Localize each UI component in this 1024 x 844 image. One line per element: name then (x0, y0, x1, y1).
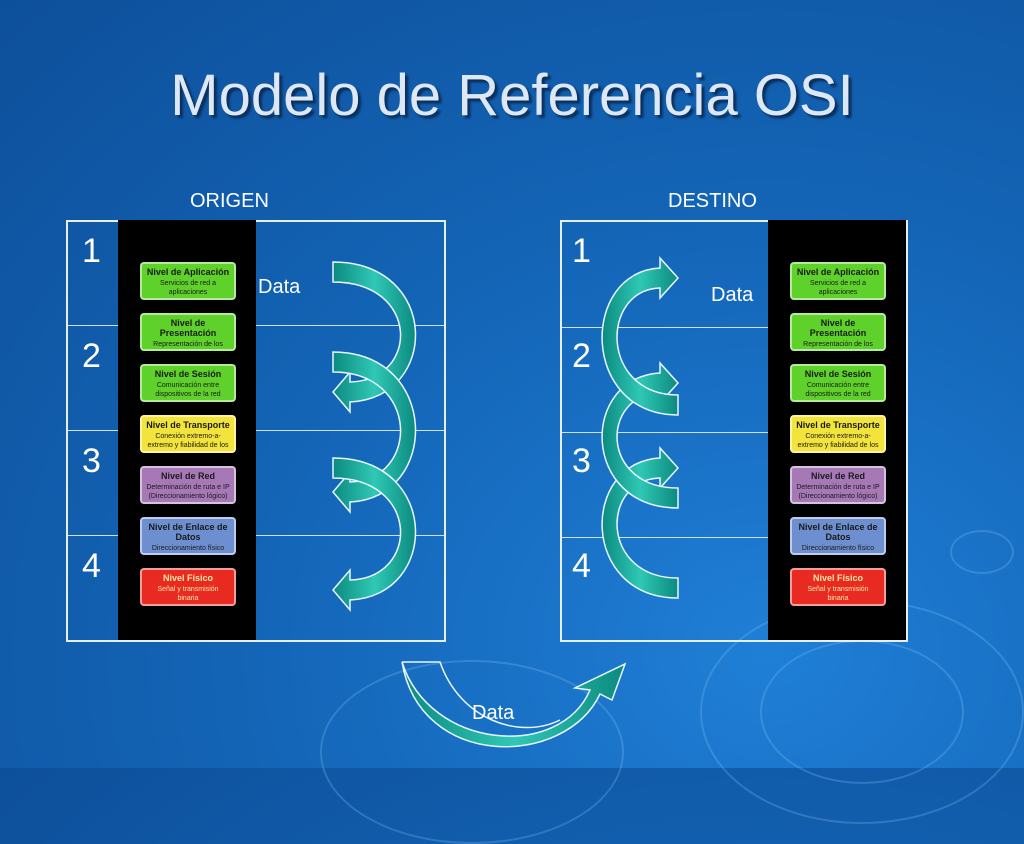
destino-label: DESTINO (668, 190, 757, 212)
osi-layer-desc: Representación de los datos (803, 341, 873, 348)
osi-layer-desc: Conexión extremo-a-extremo y fiabilidad … (797, 433, 879, 449)
transmission-arrow (401, 661, 627, 748)
osi-layer-desc: Comunicación entre dispositivos de la re… (155, 382, 221, 398)
destino-row-divider (562, 432, 768, 433)
osi-layer-desc: Comunicación entre dispositivos de la re… (805, 382, 871, 398)
destino-frame (560, 220, 908, 642)
destino-row-number: 4 (572, 547, 591, 585)
osi-layer-desc: Servicios de red a aplicaciones (809, 280, 867, 296)
destino-up-arrow (601, 256, 680, 416)
osi-layer-name: Nivel de Presentación (159, 318, 217, 338)
origen-down-arrow (332, 457, 417, 613)
osi-layer-name: Nivel de Aplicación (146, 267, 230, 277)
osi-layer-desc: Servicios de red a aplicaciones (159, 280, 217, 296)
origen-row-divider (68, 325, 444, 326)
osi-layer-name: Nivel de Enlace de Datos (798, 522, 878, 542)
osi-layer-name: Nivel de Aplicación (796, 267, 880, 277)
origen-data-label: Data (258, 276, 301, 298)
osi-layer-desc: Determinación de ruta e IP (Direccionami… (146, 484, 230, 500)
destino-row-number: 1 (572, 232, 591, 270)
osi-layer-name: Nivel de Presentación (809, 318, 867, 338)
origen-label: ORIGEN (190, 190, 269, 212)
origen-row-number: 4 (82, 547, 101, 585)
destino-data-label: Data (711, 284, 754, 306)
page-title: Modelo de Referencia OSI (170, 63, 854, 128)
origen-down-arrow (332, 261, 417, 415)
origen-row-number: 2 (82, 337, 101, 375)
osi-layer-desc: Direccionamiento físico (MAC y LLC) (801, 545, 875, 552)
ripple-decoration (950, 530, 1014, 574)
osi-layer-name: Nivel de Red (810, 471, 866, 481)
transmission-data-label: Data (472, 702, 515, 724)
osi-layer-desc: Señal y transmisión binaria (157, 586, 219, 602)
destino-row-number: 2 (572, 337, 591, 375)
destino-row-divider (562, 537, 768, 538)
destino-row-divider (562, 327, 768, 328)
osi-layer-name: Nivel Físico (162, 573, 214, 583)
osi-layer-desc: Determinación de ruta e IP (Direccionami… (796, 484, 880, 500)
osi-layer-name: Nivel de Sesión (154, 369, 222, 379)
destino-up-arrow (601, 361, 680, 509)
destino-row-number: 3 (572, 442, 591, 480)
osi-layer-desc: Representación de los datos (153, 341, 223, 348)
osi-layer-name: Nivel de Enlace de Datos (148, 522, 228, 542)
osi-layer-name: Nivel de Transporte (796, 420, 880, 430)
flow-arrows (332, 256, 680, 748)
osi-layer-name: Nivel de Sesión (804, 369, 872, 379)
origen-row-divider (68, 535, 444, 536)
origen-row-number: 1 (82, 232, 101, 270)
origen-row-divider (68, 430, 444, 431)
origen-row-number: 3 (82, 442, 101, 480)
osi-layer-name: Nivel de Red (160, 471, 216, 481)
osi-layer-desc: Señal y transmisión binaria (807, 586, 869, 602)
osi-layer-name: Nivel de Transporte (146, 420, 230, 430)
origen-down-arrow (332, 351, 417, 515)
origen-frame (66, 220, 446, 642)
osi-layer-desc: Conexión extremo-a-extremo y fiabilidad … (147, 433, 229, 449)
osi-layer-desc: Direccionamiento físico (MAC y LLC) (151, 545, 225, 552)
osi-layer-name: Nivel Físico (812, 573, 864, 583)
